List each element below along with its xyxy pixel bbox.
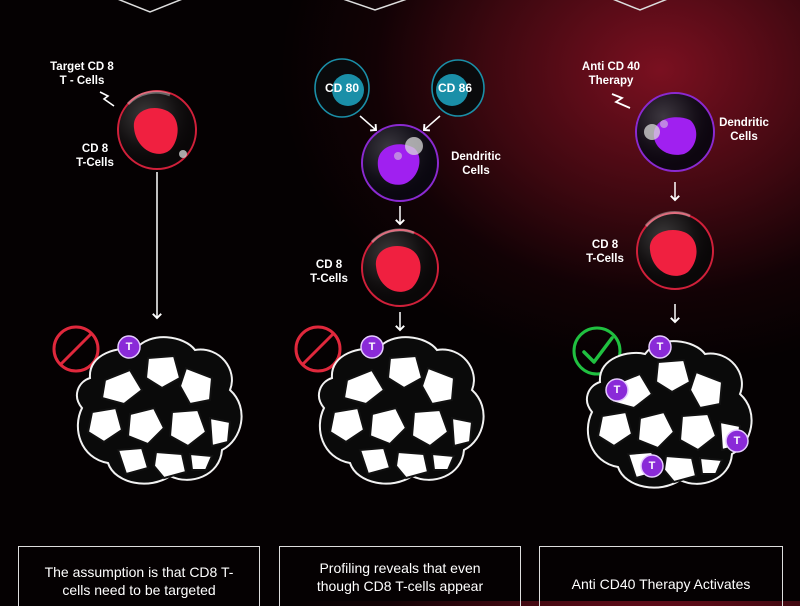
panel1-cd8-label-line1: CD 8 bbox=[81, 143, 109, 155]
panel2-caption-line2: though CD8 T-cells appear bbox=[316, 578, 484, 594]
panel1-caption-line1: The assumption is that CD8 T- bbox=[44, 564, 234, 580]
cd80-label: CD 80 bbox=[324, 81, 359, 95]
cd80-receptor-cell bbox=[314, 58, 370, 118]
panel2-tcell-badge bbox=[360, 335, 384, 359]
panel3-cd8-label: CD 8 T-Cells bbox=[580, 238, 630, 266]
panel2-cd8-label-line1: CD 8 bbox=[315, 259, 343, 271]
panel3-therapy-label-line1: Anti CD 40 bbox=[581, 61, 641, 73]
cd80-arrow bbox=[359, 115, 378, 132]
panel3-tumor-cluster bbox=[585, 340, 753, 489]
panel2-dendritic-label-line2: Cells bbox=[462, 165, 490, 177]
panel3-cd8-tcell bbox=[636, 211, 714, 290]
panel1-tcell-badge-letter: T bbox=[125, 341, 133, 353]
panel3-dendritic-label-line2: Cells bbox=[730, 131, 758, 143]
panel1-target-label: Target CD 8 T - Cells bbox=[42, 60, 122, 88]
panel2-header-bracket bbox=[343, 0, 407, 11]
panel1-cd8-tcell bbox=[117, 90, 197, 170]
panel1-lightning-icon bbox=[99, 91, 115, 107]
panel2-dendritic-label: Dendritic Cells bbox=[444, 150, 508, 178]
panel2-caption-box: Profiling reveals that even though CD8 T… bbox=[279, 546, 521, 606]
panel3-tcell-badge-letter-4: T bbox=[648, 460, 656, 472]
panel3-header-bracket bbox=[612, 0, 668, 11]
panel2-caption-line1: Profiling reveals that even bbox=[319, 560, 481, 576]
panel3-tcell-badge-letter-2: T bbox=[613, 384, 621, 396]
panel1-target-label-line1: Target CD 8 bbox=[50, 61, 114, 73]
panel2-cd8-tcell bbox=[361, 228, 439, 307]
panel3-dendritic-label: Dendritic Cells bbox=[712, 116, 776, 144]
panel1-caption-box: The assumption is that CD8 T- cells need… bbox=[18, 546, 260, 606]
panel3-check-symbol bbox=[572, 326, 622, 376]
panel1-no-symbol bbox=[52, 325, 100, 373]
panel3-therapy-label: Anti CD 40 Therapy bbox=[572, 60, 650, 88]
panel2-dendritic-cell bbox=[361, 124, 439, 202]
panel1-caption-line2: cells need to be targeted bbox=[62, 582, 216, 598]
panel1-cd8-label-line2: T-Cells bbox=[76, 157, 114, 169]
panel1-cd8-label: CD 8 T-Cells bbox=[70, 142, 120, 170]
panel3-cd8-label-line2: T-Cells bbox=[586, 253, 624, 265]
panel1-target-label-line2: T - Cells bbox=[59, 75, 105, 87]
cd86-label: CD 86 bbox=[437, 81, 472, 95]
panel3-tcell-badge-1 bbox=[648, 335, 672, 359]
panel2-no-symbol bbox=[294, 325, 342, 373]
cd86-receptor-cell bbox=[431, 59, 485, 117]
panel3-lightning-icon bbox=[611, 93, 631, 109]
panel3-dendritic-cell bbox=[635, 92, 715, 172]
panel3-dendritic-label-line1: Dendritic bbox=[719, 117, 769, 129]
panel3-tcell-badge-3 bbox=[725, 429, 749, 453]
panel2-tcell-badge-letter: T bbox=[368, 341, 376, 353]
panel1-header-bracket bbox=[117, 0, 183, 13]
panel3-caption-box: Anti CD40 Therapy Activates bbox=[539, 546, 783, 606]
cd86-arrow bbox=[422, 115, 441, 132]
panel3-tcell-badge-letter-1: T bbox=[656, 341, 664, 353]
panel3-tcell-badge-4 bbox=[640, 454, 664, 478]
panel3-tcell-badge-letter-3: T bbox=[733, 435, 741, 447]
panel3-caption-line1: Anti CD40 Therapy Activates bbox=[571, 576, 751, 592]
panel3-tcell-badge-2 bbox=[605, 378, 629, 402]
panel1-tumor-cluster bbox=[75, 336, 243, 485]
panel2-dendritic-label-line1: Dendritic bbox=[451, 151, 501, 163]
panel3-therapy-label-line2: Therapy bbox=[588, 75, 634, 87]
panel2-cd8-label-line2: T-Cells bbox=[310, 273, 348, 285]
panel2-cd8-label: CD 8 T-Cells bbox=[304, 258, 354, 286]
panel1-tcell-badge bbox=[117, 335, 141, 359]
panel2-tumor-cluster bbox=[317, 336, 485, 485]
panel3-cd8-label-line1: CD 8 bbox=[591, 239, 619, 251]
